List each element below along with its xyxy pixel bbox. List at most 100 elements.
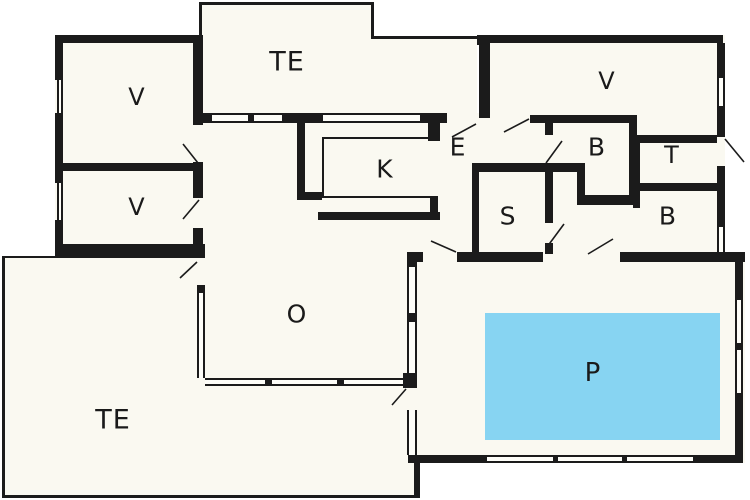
- room-label-bath-lower: B: [658, 201, 678, 231]
- window: [627, 455, 693, 463]
- room-label-bath-upper: B: [587, 132, 607, 162]
- window: [487, 455, 553, 463]
- window: [344, 378, 403, 386]
- room-label-kitchen: K: [376, 154, 394, 184]
- wall: [629, 123, 637, 195]
- wall: [297, 115, 305, 198]
- wall: [735, 393, 743, 455]
- window: [197, 293, 205, 378]
- wall: [545, 243, 553, 254]
- wall: [337, 378, 344, 386]
- wall: [717, 166, 725, 227]
- wall: [545, 115, 553, 135]
- wall: [55, 43, 63, 80]
- wall: [55, 244, 205, 258]
- room-label-terrace-top: TE: [269, 46, 305, 78]
- wall: [620, 252, 713, 262]
- terrace-outline: [199, 2, 373, 5]
- window: [57, 80, 63, 113]
- room-label-bedroom-left-2: V: [128, 193, 146, 221]
- window: [717, 78, 725, 106]
- room-label-toilet: T: [664, 141, 680, 169]
- window: [272, 378, 337, 386]
- window: [205, 378, 265, 386]
- terrace-outline: [371, 2, 374, 39]
- wall: [717, 43, 725, 78]
- wall: [55, 220, 63, 258]
- room-label-entry: E: [449, 132, 467, 162]
- wall: [622, 455, 627, 463]
- wall: [55, 113, 63, 183]
- window: [407, 267, 417, 313]
- wall: [713, 252, 745, 262]
- wall: [633, 183, 717, 191]
- room-label-terrace-bottom: TE: [95, 404, 131, 436]
- wall: [472, 163, 585, 172]
- wall: [297, 192, 322, 200]
- wall: [420, 113, 447, 123]
- window: [254, 113, 282, 123]
- terrace-outline: [2, 256, 5, 498]
- wall: [693, 455, 743, 463]
- window: [407, 322, 417, 373]
- window: [57, 183, 63, 220]
- wall: [577, 172, 585, 203]
- window: [558, 455, 622, 463]
- terrace-outline: [2, 495, 418, 498]
- window: [735, 300, 743, 343]
- swimming-pool: [485, 313, 720, 440]
- wall: [407, 257, 417, 267]
- wall: [407, 313, 417, 322]
- wall: [545, 163, 553, 223]
- wall: [408, 455, 487, 463]
- wall: [193, 162, 203, 198]
- window: [717, 227, 725, 252]
- terrace-outline: [2, 256, 57, 258]
- wall: [637, 135, 717, 143]
- wall: [248, 113, 254, 123]
- floor-region: [2, 256, 418, 498]
- wall: [472, 172, 479, 252]
- wall: [577, 195, 635, 205]
- wall: [457, 252, 543, 262]
- terrace-outline: [322, 137, 324, 197]
- room-label-bedroom-left-1: V: [128, 83, 146, 111]
- wall: [428, 123, 440, 141]
- room-label-pool: P: [584, 358, 602, 388]
- floor-region: [55, 35, 205, 258]
- wall: [735, 343, 743, 350]
- wall: [430, 196, 438, 220]
- window: [323, 113, 420, 123]
- wall: [633, 191, 640, 208]
- wall: [479, 38, 490, 118]
- wall: [193, 37, 203, 125]
- wall: [414, 458, 420, 498]
- wall: [735, 262, 743, 300]
- wall: [197, 285, 205, 293]
- room-label-sauna: S: [499, 201, 517, 231]
- terrace-outline: [371, 36, 477, 39]
- wall: [318, 212, 440, 220]
- window: [407, 410, 417, 455]
- wall: [530, 115, 630, 123]
- wall: [55, 35, 203, 43]
- room-label-livingroom: O: [286, 299, 308, 329]
- floor-region: [480, 35, 725, 262]
- floor-region: [371, 36, 477, 113]
- wall: [63, 163, 203, 171]
- wall: [193, 228, 203, 250]
- door-swing: [724, 138, 745, 163]
- terrace-outline: [199, 2, 202, 115]
- wall: [717, 106, 725, 137]
- terrace-outline: [322, 196, 438, 198]
- window: [212, 113, 248, 123]
- wall: [265, 378, 272, 386]
- window: [735, 350, 743, 393]
- room-label-bedroom-right: V: [598, 67, 616, 95]
- wall: [553, 455, 558, 463]
- wall: [198, 113, 212, 123]
- wall: [403, 373, 417, 388]
- floor-region: [199, 2, 373, 113]
- terrace-outline: [322, 137, 440, 139]
